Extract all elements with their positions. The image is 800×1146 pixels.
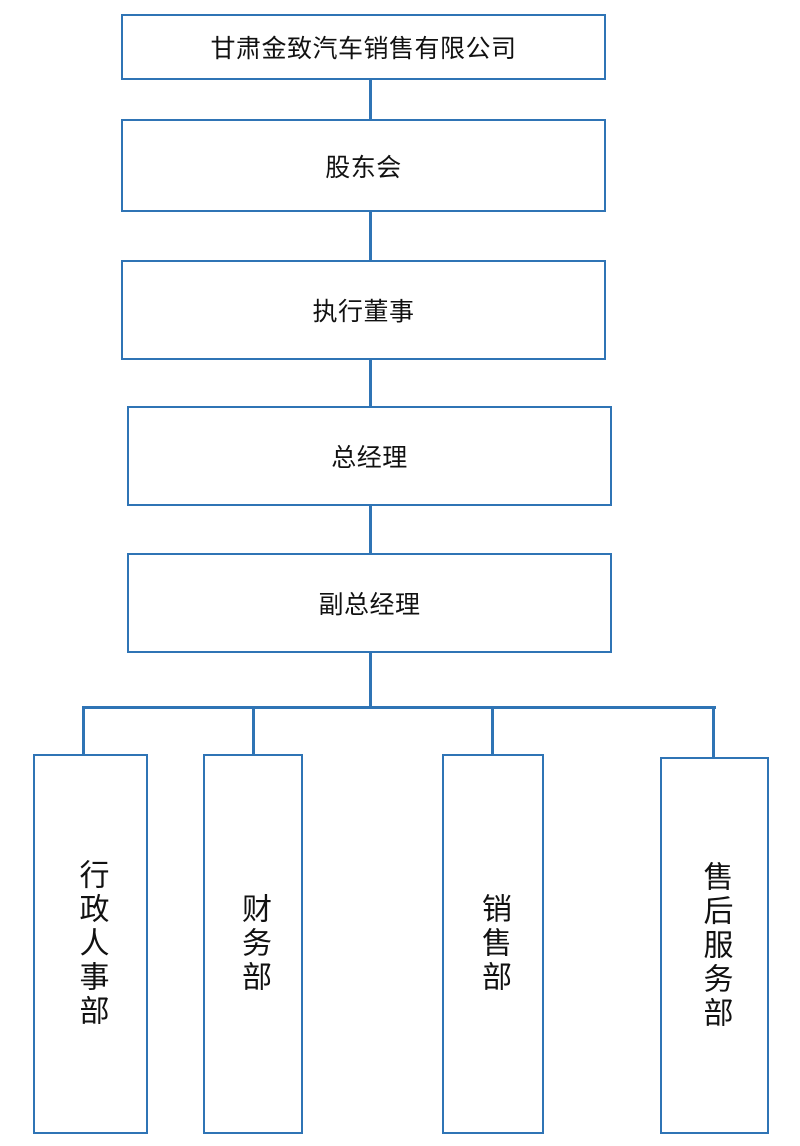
node-label-after-sales: 售后服务部 bbox=[697, 860, 733, 1031]
node-exec-director: 执行董事 bbox=[121, 260, 606, 360]
node-label-company: 甘肃金致汽车销售有限公司 bbox=[210, 34, 517, 63]
node-gm: 总经理 bbox=[127, 406, 612, 506]
connector-after-sales bbox=[712, 706, 715, 758]
node-finance: 财务部 bbox=[203, 754, 303, 1134]
node-company: 甘肃金致汽车销售有限公司 bbox=[121, 14, 606, 80]
node-label-finance: 财务部 bbox=[236, 893, 271, 995]
connector-deputy-gm-trunk bbox=[369, 651, 372, 708]
node-sales: 销售部 bbox=[442, 754, 544, 1134]
node-after-sales: 售后服务部 bbox=[660, 757, 769, 1134]
connector-sales bbox=[491, 706, 494, 756]
connector-admin-hr bbox=[82, 706, 85, 756]
node-label-admin-hr: 行政人事部 bbox=[73, 859, 109, 1029]
connector-horizontal-bus bbox=[82, 706, 716, 709]
node-admin-hr: 行政人事部 bbox=[33, 754, 148, 1134]
node-label-sales: 销售部 bbox=[476, 893, 511, 995]
connector-finance bbox=[252, 706, 255, 756]
connector-gm-deputy-gm bbox=[369, 504, 372, 554]
node-label-shareholders: 股东会 bbox=[325, 152, 402, 182]
connector-company-shareholders bbox=[369, 78, 372, 120]
connector-exec-director-gm bbox=[369, 358, 372, 408]
connector-shareholders-exec-director bbox=[369, 210, 372, 262]
node-deputy-gm: 副总经理 bbox=[127, 553, 612, 653]
node-label-exec-director: 执行董事 bbox=[312, 297, 415, 326]
node-shareholders: 股东会 bbox=[121, 119, 606, 212]
node-label-gm: 总经理 bbox=[331, 443, 408, 472]
node-label-deputy-gm: 副总经理 bbox=[318, 590, 421, 619]
